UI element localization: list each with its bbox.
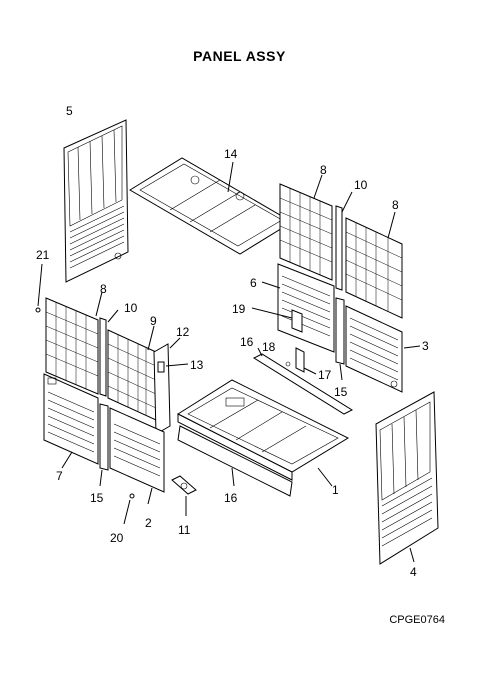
callout-2: 2 [145,516,152,530]
part-4-door-panel [375,391,439,565]
part-15-post-lower [99,403,109,487]
callout-10-upper: 10 [354,178,368,192]
callout-10-lower: 10 [124,301,138,315]
callout-20: 20 [110,531,124,545]
part-6-divider-panel [261,263,335,353]
part-8-grid-lower [45,291,103,395]
callout-18: 18 [262,340,276,354]
callout-13: 13 [190,358,204,372]
callout-6: 6 [250,276,257,290]
part-5-back-panel [63,119,129,283]
callout-8-upper-left: 8 [320,163,327,177]
callout-14: 14 [224,147,238,161]
callout-5: 5 [66,104,73,118]
part-21-screw [35,263,43,313]
callout-8-upper-right: 8 [392,198,399,212]
callout-15-upper: 15 [334,385,348,399]
part-19-bracket [251,307,303,333]
part-14-top-tray [129,157,293,255]
callout-16-upper: 16 [240,335,254,349]
part-1-base-floor [176,379,350,487]
callout-1: 1 [332,483,339,497]
callout-12: 12 [176,325,190,339]
callout-8-lower: 8 [100,282,107,296]
part-11-plate [171,475,197,516]
callout-21: 21 [36,248,50,262]
callout-17: 17 [318,368,332,382]
part-16-rail-lower [177,425,293,497]
callout-3: 3 [422,339,429,353]
part-10-bar-upper [335,191,353,291]
part-17-hinge [285,347,317,375]
callout-4: 4 [410,565,417,579]
callout-11: 11 [178,523,191,537]
part-2-lower-panel [109,407,165,505]
part-20-screw [123,493,135,525]
part-10-bar-lower [99,309,119,397]
callout-7: 7 [56,469,63,483]
part-8-grid-upper-right [345,211,403,319]
part-15-post-upper [335,297,345,381]
callout-9: 9 [150,314,157,328]
part-16-rail-upper [252,347,354,415]
callout-16-lower: 16 [224,491,238,505]
part-12-trim [153,337,181,435]
callout-15-lower: 15 [90,491,104,505]
callout-19: 19 [232,302,246,316]
part-9-grid [107,325,157,421]
drawing-code: CPGE0764 [389,614,445,626]
part-3-right-side-panel [345,305,421,393]
diagram-title: PANEL ASSY [193,48,286,64]
part-8-grid-upper-left [279,174,333,281]
part-7-left-front-panel [43,373,99,469]
part-13-label [157,361,189,373]
